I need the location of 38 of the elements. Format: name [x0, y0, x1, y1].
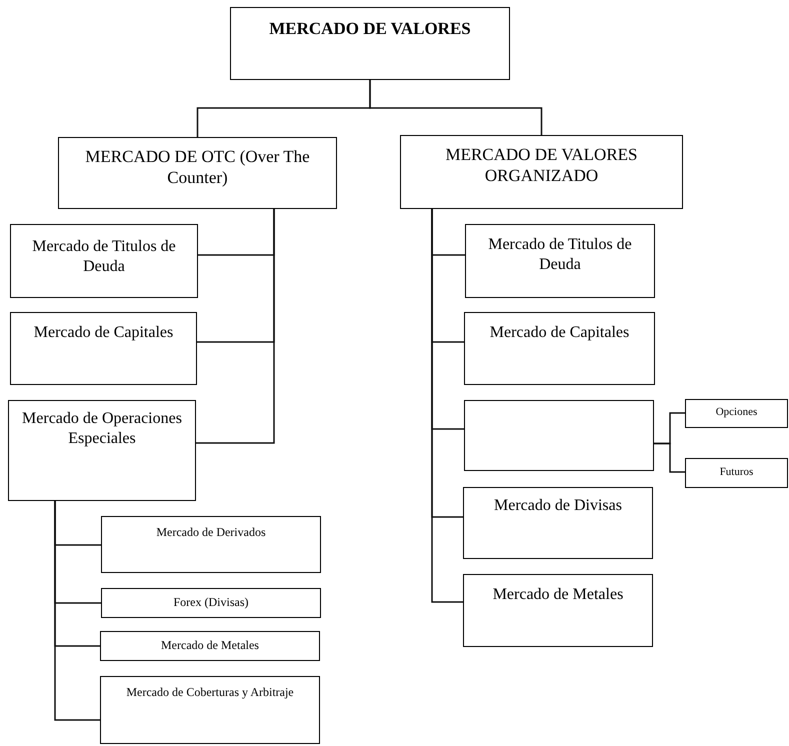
box-label: Mercado de Coberturas y Arbitraje: [126, 685, 294, 700]
category-box: [465, 224, 655, 298]
connector-line: [654, 442, 685, 473]
box-label: Mercado de Titulos de Deuda: [487, 235, 633, 275]
box-label: Mercado de Metales: [492, 585, 624, 605]
category-box: [101, 588, 321, 618]
box-label: MERCADO DE VALORES ORGANIZADO: [444, 144, 639, 186]
category-box: [10, 312, 197, 385]
box-label: Mercado de Metales: [161, 638, 259, 653]
box-label: Mercado de Titulos de Deuda: [31, 237, 177, 277]
category-box: [58, 137, 337, 209]
box-label: Mercado de Derivados: [156, 525, 266, 540]
category-box: [100, 676, 320, 744]
box-label: Mercado de Operaciones Especiales: [21, 409, 183, 449]
category-box: [463, 574, 653, 647]
box-label: MERCADO DE VALORES: [269, 18, 471, 40]
box-label: Mercado de Capitales: [34, 323, 174, 343]
box-label: Mercado de Divisas: [494, 496, 622, 516]
category-box: [101, 516, 321, 573]
connector-line: [196, 209, 275, 444]
connector-line: [369, 80, 542, 135]
category-box: [685, 458, 788, 488]
box-label: MERCADO DE OTC (Over The Counter): [84, 146, 311, 188]
category-box: [400, 135, 683, 209]
category-box: [8, 400, 196, 501]
box-label: Opciones: [716, 406, 758, 420]
category-box: [100, 631, 320, 661]
category-box: [685, 399, 788, 428]
connector-line: [431, 209, 463, 603]
category-box: [464, 312, 655, 385]
category-box: [463, 487, 653, 559]
box-label: Futuros: [720, 466, 754, 480]
category-box: [230, 7, 510, 80]
empty-box: [464, 400, 654, 471]
connector-line: [54, 501, 100, 721]
category-box: [10, 224, 198, 298]
box-label: Mercado de Capitales: [490, 323, 630, 343]
box-label: Forex (Divisas): [174, 595, 248, 610]
